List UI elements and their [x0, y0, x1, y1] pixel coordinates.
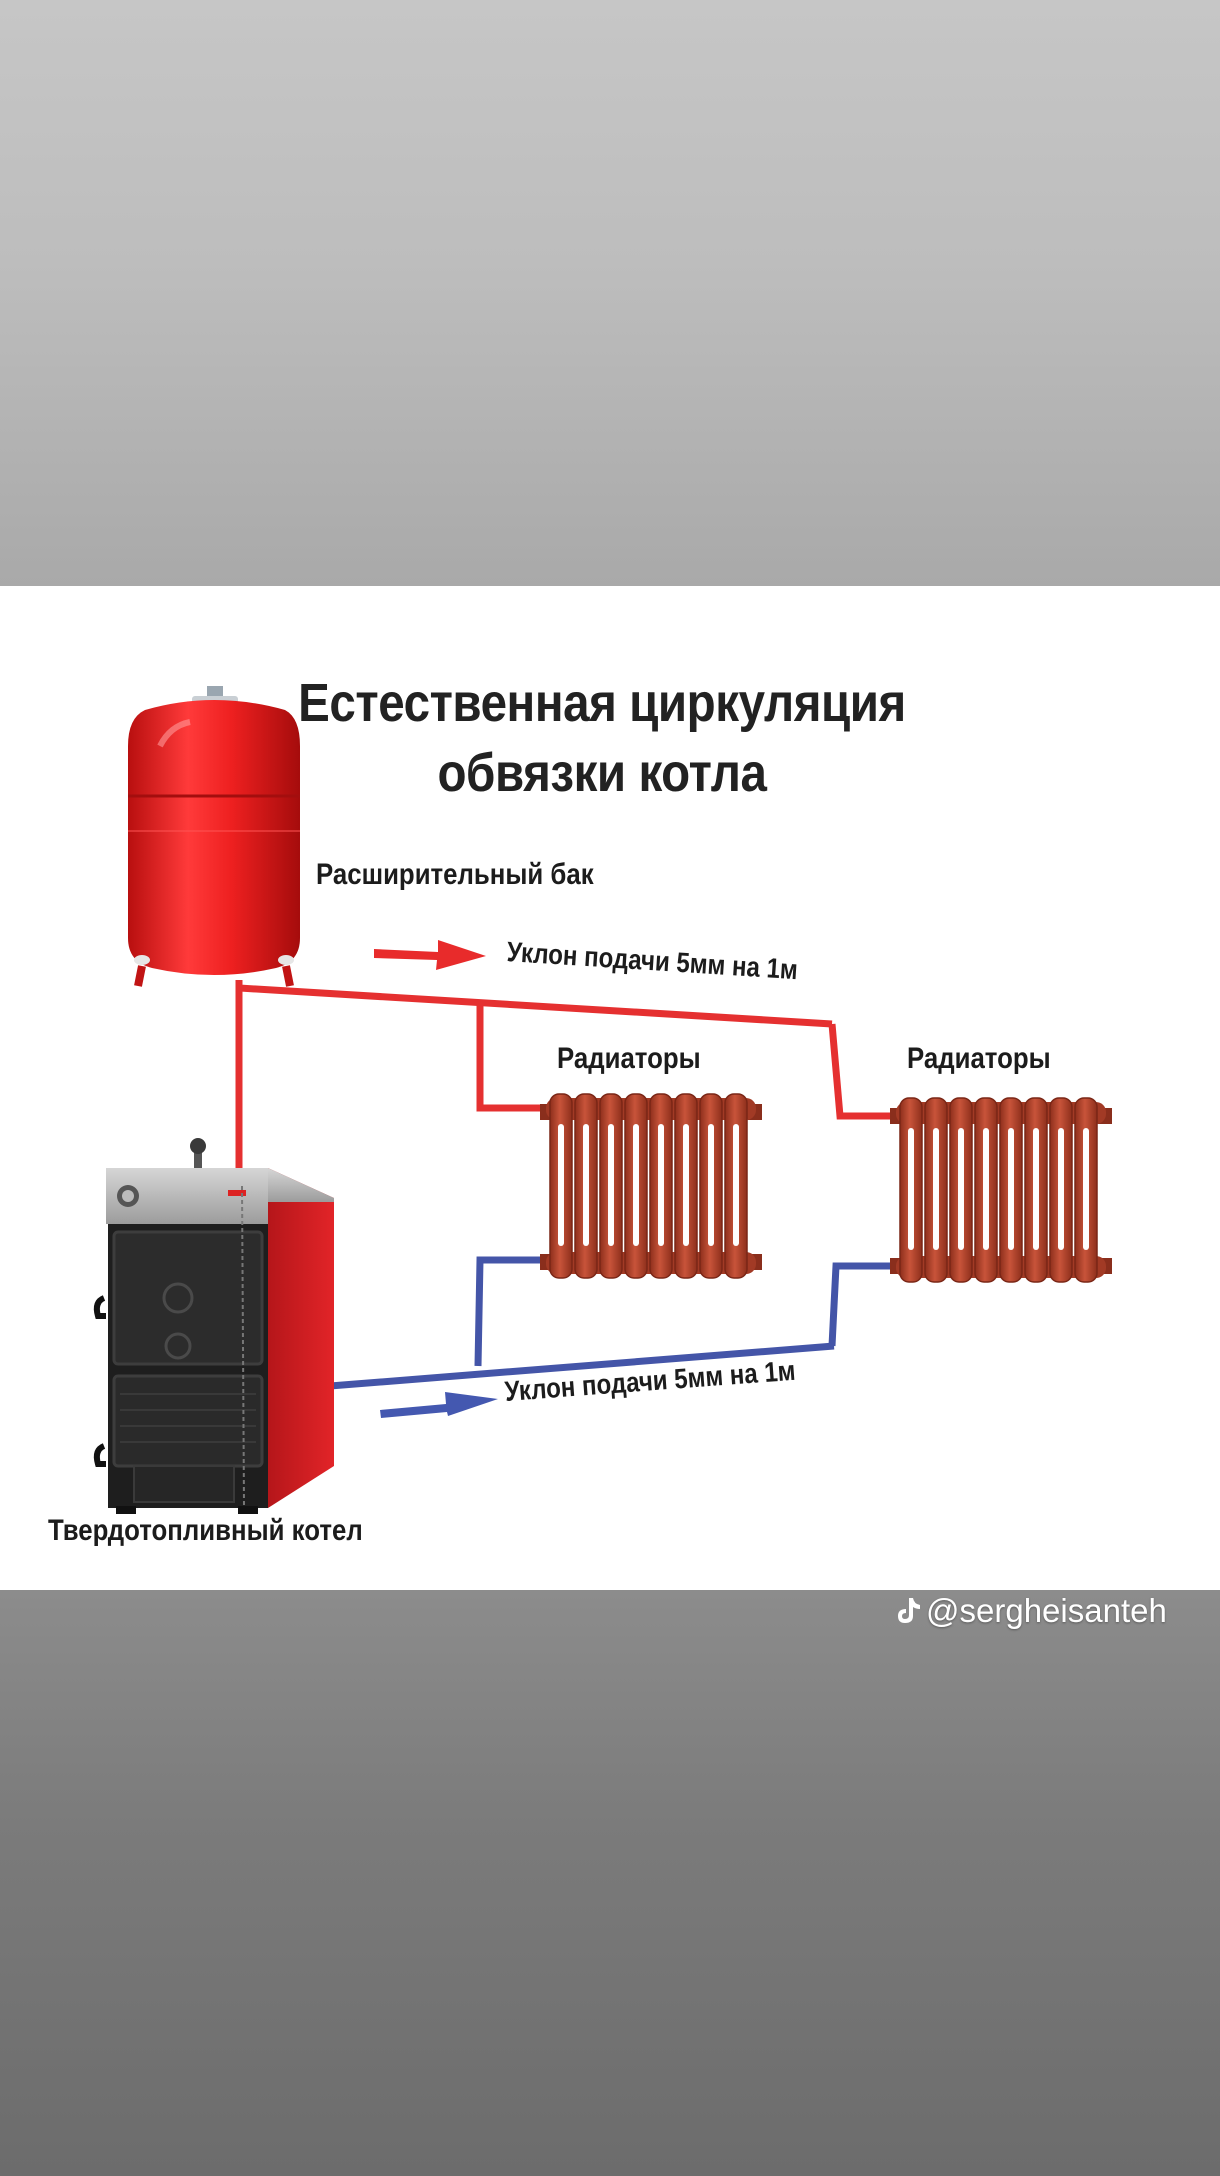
expansion-tank-label: Расширительный бак — [316, 858, 594, 891]
top-blurred-band — [0, 0, 1220, 586]
return-pipes — [329, 1256, 895, 1390]
tiktok-icon — [898, 1598, 920, 1623]
diagram-title: Естественная циркуляция обвязки котла — [250, 668, 954, 808]
diagram-panel: Естественная циркуляция обвязки котла Ра… — [0, 586, 1220, 1590]
solid-fuel-boiler-icon — [93, 1138, 334, 1514]
radiators-label-left: Радиаторы — [557, 1042, 701, 1075]
tiktok-watermark: @sergheisanteh — [892, 1592, 1167, 1630]
expansion-tank-icon — [128, 686, 300, 987]
title-line-2: обвязки котла — [437, 743, 767, 803]
radiator-left-icon — [540, 1093, 762, 1279]
heating-scheme-drawing — [93, 686, 1112, 1514]
supply-pipes — [235, 980, 895, 1168]
supply-arrow-icon — [374, 940, 486, 970]
bottom-blurred-band — [0, 1590, 1220, 2176]
watermark-handle: @sergheisanteh — [926, 1592, 1167, 1629]
title-line-1: Естественная циркуляция — [298, 673, 906, 733]
boiler-label: Твердотопливный котел — [48, 1514, 363, 1547]
return-arrow-icon — [380, 1392, 498, 1418]
radiators-label-right: Радиаторы — [907, 1042, 1051, 1075]
radiator-right-icon — [890, 1097, 1112, 1283]
